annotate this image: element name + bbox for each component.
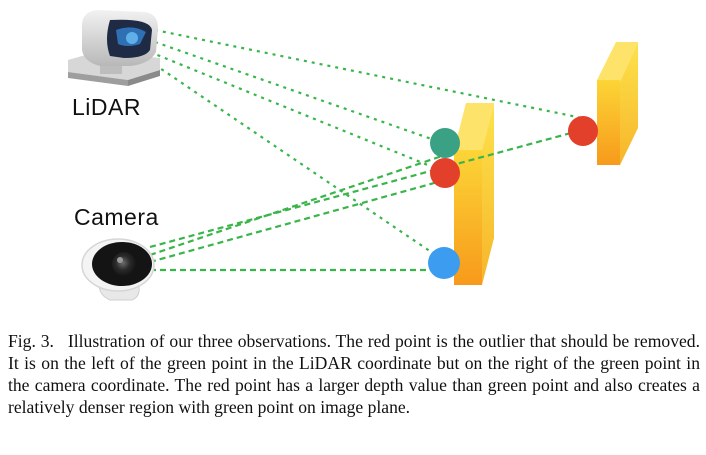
- far-object: [597, 42, 638, 165]
- blue-point: [428, 247, 460, 279]
- lidar-ray-green: [154, 40, 441, 144]
- lidar-label: LiDAR: [72, 94, 141, 120]
- lidar-ray-red: [149, 50, 441, 172]
- lidar-ray-blue: [147, 59, 441, 259]
- camera-ray-red-far: [149, 128, 583, 249]
- green-point: [430, 128, 460, 158]
- near-object: [454, 103, 494, 285]
- figure-number: Fig. 3.: [8, 331, 54, 351]
- camera-ray-red: [149, 178, 446, 264]
- camera-ray-green: [149, 153, 446, 257]
- camera-icon: [81, 238, 155, 301]
- red-point-far: [568, 116, 598, 146]
- camera-rays: [149, 128, 583, 272]
- caption-text: Illustration of our three observations. …: [8, 331, 700, 417]
- red-point-outlier: [430, 158, 460, 188]
- figure-caption: Fig. 3.Illustration of our three observa…: [8, 330, 700, 418]
- camera-label: Camera: [74, 204, 159, 230]
- lidar-icon: [68, 10, 160, 86]
- lidar-ray-far-red: [154, 28, 583, 120]
- lidar-rays: [147, 28, 583, 259]
- observation-diagram: [68, 10, 638, 301]
